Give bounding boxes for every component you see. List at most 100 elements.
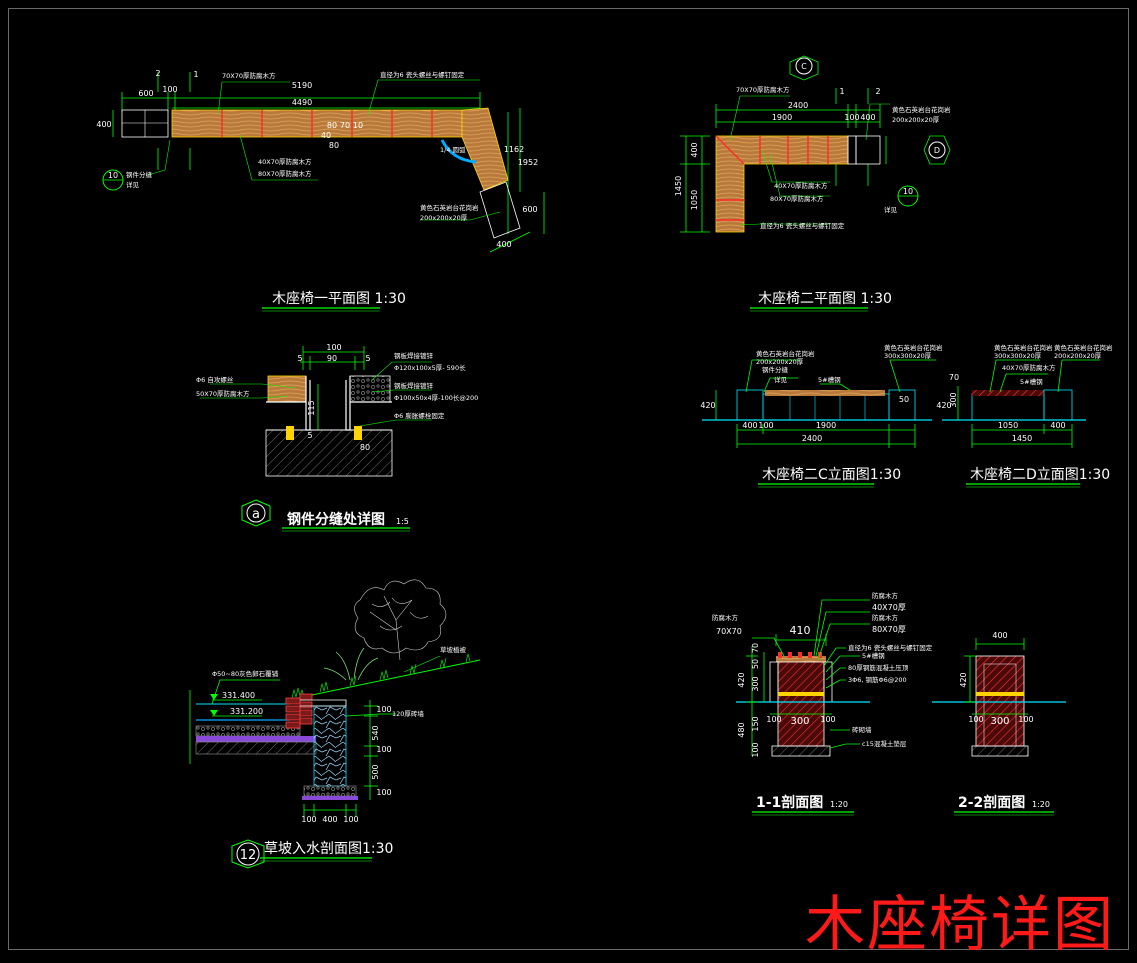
- detail-a-dim-80: 80: [360, 443, 370, 452]
- plan2-dim-2400: 2400: [788, 101, 808, 110]
- section12-mark: 12: [240, 848, 257, 863]
- plan2-note-r2: 200x200x20厚: [892, 116, 940, 124]
- plan2-note-see: 详见: [884, 205, 898, 214]
- sec11-note-r9: 砖砌墙: [852, 725, 872, 734]
- plan1-dim-80b: 80: [329, 141, 339, 150]
- sec11-dim-100a: 100: [766, 715, 781, 724]
- drawing-frame: [8, 8, 1129, 950]
- section12-dim-100c: 100: [376, 788, 391, 797]
- sec11-dim-70: 70: [751, 643, 760, 653]
- plan2-note-m1: 40X70厚防腐木方: [774, 181, 828, 190]
- detail-a-view: 100 5 90 5 115 5 80 Φ6 自攻螺丝 50X70厚防腐木方 钢…: [196, 343, 478, 532]
- sec11-note-r1: 防腐木方: [872, 591, 899, 600]
- sec11-note-r2: 40X70厚: [872, 603, 906, 612]
- sec11-dim-150: 150: [751, 716, 760, 731]
- plan2-note-m2: 80X70厚防腐木方: [770, 194, 824, 203]
- plan1-note-left1: 钢件分缝: [126, 170, 153, 179]
- sec11-dim-100b: 100: [820, 715, 835, 724]
- plan1-view: 10 2 1 600 100 5190 4490 400 80 70 10 80…: [96, 69, 545, 312]
- plan1-dim-10: 10: [353, 121, 363, 130]
- detail-a-dim-115: 115: [307, 400, 316, 415]
- sec11-note-r3: 防腐木方: [872, 613, 899, 622]
- plan1-dim-1952: 1952: [518, 158, 538, 167]
- sec11-note-r10: c15混凝土垫层: [862, 739, 907, 748]
- elev-c-note-a4: 详见: [774, 375, 788, 384]
- sec11-dim-420: 420: [737, 672, 746, 687]
- sec22-title: 2-2剖面图: [958, 794, 1025, 811]
- elev-d-note-b1: 黄色石英岩台花岗岩: [1054, 343, 1113, 352]
- plan2-dim-2: 2: [875, 87, 880, 96]
- detail-a-note-l2: 50X70厚防腐木方: [196, 389, 250, 398]
- plan2-dim-1900: 1900: [772, 113, 792, 122]
- sec11-title: 1-1剖面图: [756, 794, 823, 811]
- detail-a-dim-5a: 5: [297, 354, 302, 363]
- plan2-callout: 10: [903, 187, 913, 196]
- elev-c-title: 木座椅二C立面图1:30: [762, 467, 901, 483]
- plan1-dim-4490: 4490: [292, 98, 312, 107]
- plan1-callout: 10: [108, 171, 118, 180]
- sec11-dim-480: 480: [737, 722, 746, 737]
- elev-d-dim-70: 70: [949, 373, 959, 382]
- sec11-note-r5: 直径为6 瓷头螺丝与螺钉固定: [848, 643, 933, 652]
- elev-c-dim-100: 100: [758, 421, 773, 430]
- elev-c-dim-420: 420: [700, 401, 715, 410]
- plan1-dim-1: 1: [193, 70, 198, 79]
- elev-d-dim-300: 300: [949, 392, 958, 407]
- plan1-dim-400b: 400: [496, 240, 511, 249]
- elev-d-note-c1: 5#槽钢: [1020, 377, 1043, 386]
- plan2-dim-1: 1: [839, 87, 844, 96]
- detail-a-note-r1: 钢板焊接镀锌: [394, 351, 434, 360]
- plan1-dim-1162: 1162: [504, 145, 524, 154]
- section12-level-1: 331.400: [222, 691, 255, 700]
- elev-d-dim-400: 400: [1050, 421, 1065, 430]
- plan1-note-top1: 70X70厚防腐木方: [222, 71, 276, 80]
- sec11-dim-300: 300: [751, 676, 760, 691]
- detail-a-note-l1: Φ6 自攻螺丝: [196, 375, 234, 384]
- elev-d-note-a3: 40X70厚防腐木方: [1002, 363, 1056, 372]
- section12-title: 草坡入水剖面图1:30: [264, 841, 393, 857]
- sec11-scale: 1:20: [830, 800, 848, 809]
- sec22-dim-100b: 100: [1018, 715, 1033, 724]
- section-1-1-view: 410 70 50 300 420 480 150 100 100 300 10…: [712, 591, 933, 816]
- sec11-note-r8: 3Φ6, 钢筋Φ6@200: [848, 675, 907, 684]
- plan1-note-arc: 1/4 圆弧: [440, 145, 466, 154]
- sec11-note-r6: 5#槽钢: [862, 651, 885, 660]
- elevation-c-view: 420 400 100 1900 2400 50 黄色石英岩台花岗岩 200x2…: [700, 343, 943, 488]
- detail-a-title: 钢件分缝处详图: [287, 511, 385, 528]
- detail-a-note-r2: Φ120x100x5厚- 590长: [394, 363, 466, 372]
- plan1-dim-40: 40: [321, 131, 331, 140]
- plan1-note-right1: 黄色石英岩台花岗岩: [420, 203, 479, 212]
- detail-a-dim-5c: 5: [307, 431, 312, 440]
- elev-d-note-b2: 200x200x20厚: [1054, 352, 1102, 360]
- section12-dim-400: 400: [322, 815, 337, 824]
- detail-a-scale: 1:5: [396, 517, 409, 526]
- section12-note-1: Φ50~80灰色卵石覆铺: [212, 669, 279, 678]
- section-12-view: 331.400 331.200 100 540 100 500 100 100 …: [189, 579, 481, 869]
- plan1-dim-600: 600: [138, 89, 153, 98]
- sec11-dim-410: 410: [790, 624, 811, 637]
- elev-c-note-a1: 黄色石英岩台花岗岩: [756, 349, 815, 358]
- section12-dim-100a: 100: [376, 705, 391, 714]
- detail-a-dim-5b: 5: [365, 354, 370, 363]
- section12-dim-100d: 100: [301, 815, 316, 824]
- detail-a-mark: a: [252, 507, 260, 522]
- sec11-dim-50: 50: [751, 659, 760, 669]
- detail-a-note-r5: Φ6 膨胀螺栓固定: [394, 411, 445, 420]
- sec11-dim-300b: 300: [790, 716, 809, 727]
- section12-dim-540: 540: [371, 725, 380, 740]
- plan2-mark-c: C: [801, 62, 807, 71]
- section12-dim-500: 500: [371, 764, 380, 779]
- section12-dim-100b: 100: [376, 745, 391, 754]
- plan1-note-mid1: 40X70厚防腐木方: [258, 157, 312, 166]
- detail-a-dim-90: 90: [327, 354, 337, 363]
- elev-d-note-a1: 黄色石英岩台花岗岩: [994, 343, 1053, 352]
- sec11-note-r7: 80厚钢筋混凝土压顶: [848, 663, 909, 672]
- plan2-note-b1: 直径为6 瓷头螺丝与螺钉固定: [760, 221, 845, 230]
- plan1-note-mid2: 80X70厚防腐木方: [258, 169, 312, 178]
- section12-level-2: 331.200: [230, 707, 263, 716]
- elev-d-note-a2: 300x300x20厚: [994, 352, 1042, 360]
- plan2-title: 木座椅二平面图 1:30: [758, 291, 892, 307]
- elev-c-note-a3: 钢件分缝: [762, 365, 789, 374]
- elev-d-dim-1450: 1450: [1012, 434, 1032, 443]
